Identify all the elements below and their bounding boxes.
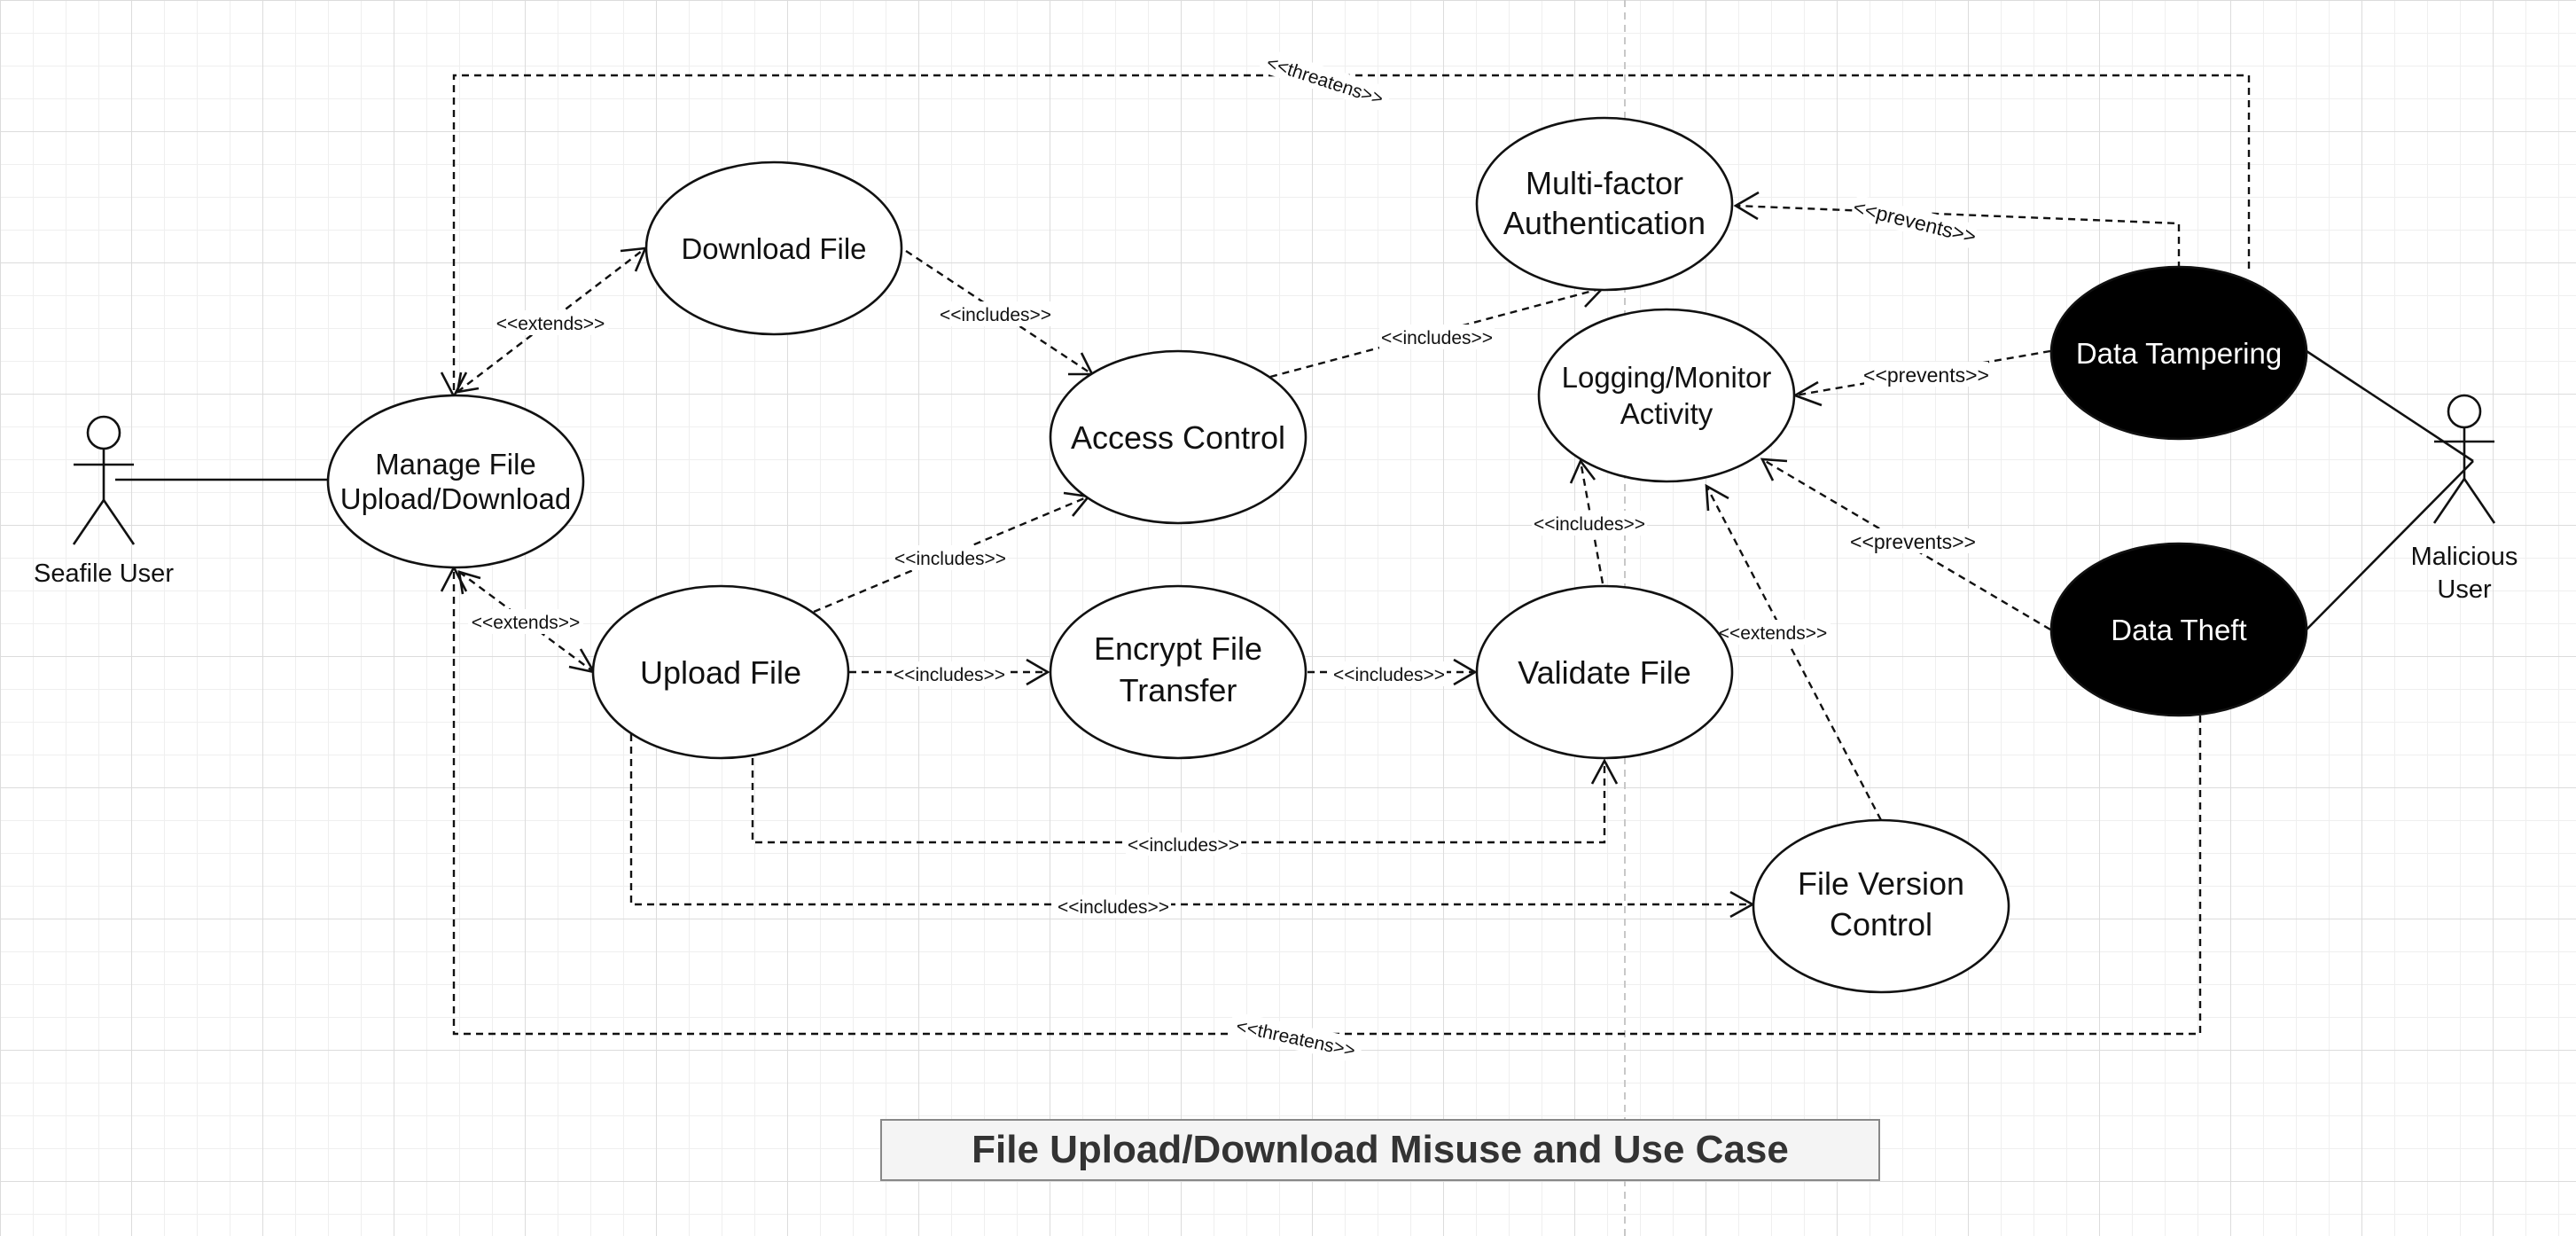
use-case-access-control[interactable]: Access Control [1049, 349, 1308, 525]
svg-text:Upload File: Upload File [640, 654, 801, 691]
actor-malicious-user-label-1: Malicious [2411, 543, 2518, 571]
use-case-manage-file[interactable]: Manage File Upload/Download [326, 394, 585, 569]
svg-text:<<prevents>>: <<prevents>> [1863, 364, 1989, 387]
svg-text:<<includes>>: <<includes>> [894, 665, 1005, 685]
use-case-upload-file[interactable]: Upload File [591, 584, 850, 760]
edge-extends-upload [458, 571, 595, 673]
svg-text:Control: Control [1830, 906, 1932, 943]
svg-text:<<extends>>: <<extends>> [496, 314, 605, 334]
label-prevents-mfa: <<prevents>> [1851, 194, 1979, 249]
svg-text:<<prevents>>: <<prevents>> [1851, 195, 1979, 248]
actor-seafile-user-label: Seafile User [34, 559, 174, 588]
arrowhead-prevents-logging-tampering [1791, 380, 1823, 407]
svg-text:Authentication: Authentication [1503, 205, 1706, 241]
stick-figure-icon [2432, 394, 2496, 524]
arrowhead-includes-upload-validate [1590, 758, 1619, 785]
svg-text:File Version: File Version [1798, 865, 1964, 902]
use-case-multi-factor-authentication[interactable]: Multi-factor Authentication [1475, 116, 1734, 292]
label-includes-upload-version: <<includes>> [1056, 895, 1171, 918]
edge-includes-access-mfa [1269, 286, 1604, 379]
label-includes-download-access: <<includes>> [938, 301, 1053, 326]
label-extends-upload: <<extends>> [468, 609, 583, 634]
label-includes-upload-access: <<includes>> [893, 545, 1008, 570]
svg-text:Download File: Download File [681, 232, 866, 265]
association-malicious-theft [2306, 460, 2474, 630]
label-includes-access-mfa: <<includes>> [1379, 325, 1495, 349]
arrowhead-extends-download-source [456, 372, 480, 394]
arrowhead-includes-validate-logging [1569, 458, 1596, 484]
label-threatens-bottom: <<threatens>> [1228, 1011, 1364, 1064]
svg-text:<<includes>>: <<includes>> [1333, 665, 1445, 685]
svg-text:<<extends>>: <<extends>> [472, 613, 581, 633]
svg-text:Upload/Download: Upload/Download [340, 482, 572, 515]
arrowhead-extends-version [1705, 483, 1729, 512]
arrowhead-extends-download [620, 246, 648, 272]
svg-text:Validate File: Validate File [1518, 654, 1690, 691]
arrowhead-includes-upload-encrypt [1026, 658, 1050, 686]
arrowhead-includes-download-access [1068, 352, 1095, 376]
edge-threatens-top [452, 74, 2251, 396]
label-extends-download: <<extends>> [493, 310, 608, 335]
actor-malicious-user[interactable]: Malicious User [2411, 394, 2518, 604]
use-case-encrypt-file-transfer[interactable]: Encrypt File Transfer [1049, 584, 1308, 760]
use-case-validate-file[interactable]: Validate File [1475, 584, 1734, 760]
label-includes-validate-logging: <<includes>> [1532, 511, 1647, 536]
svg-text:<<extends>>: <<extends>> [1719, 623, 1828, 644]
label-includes-encrypt-validate: <<includes>> [1331, 661, 1447, 686]
label-threatens-top: <<threatens>> [1258, 47, 1393, 113]
svg-text:<<includes>>: <<includes>> [940, 305, 1051, 325]
svg-text:<<includes>>: <<includes>> [1058, 897, 1169, 918]
svg-text:Encrypt File: Encrypt File [1094, 630, 1262, 667]
use-case-logging-monitor-activity[interactable]: Logging/Monitor Activity [1537, 308, 1796, 483]
edge-includes-upload-validate [751, 758, 1606, 844]
svg-text:<<includes>>: <<includes>> [1534, 514, 1645, 535]
svg-text:Data Theft: Data Theft [2111, 614, 2246, 646]
svg-text:Manage File: Manage File [375, 448, 536, 481]
association-malicious-tampering [2306, 349, 2474, 463]
use-case-download-file[interactable]: Download File [644, 160, 903, 336]
svg-text:<<threatens>>: <<threatens>> [1234, 1016, 1356, 1061]
arrowhead-extends-upload-source [457, 570, 481, 595]
edge-includes-upload-version [629, 734, 1752, 906]
use-case-file-version-control[interactable]: File Version Control [1752, 818, 2010, 994]
actor-malicious-user-label-2: User [2437, 575, 2492, 604]
svg-text:Access Control: Access Control [1071, 419, 1285, 456]
stick-figure-icon [72, 415, 136, 545]
svg-text:Transfer: Transfer [1120, 672, 1237, 708]
edge-extends-version [1705, 485, 1883, 821]
svg-text:Data Tampering: Data Tampering [2076, 337, 2282, 370]
svg-text:<<includes>>: <<includes>> [1381, 328, 1493, 348]
arrowhead-prevents-mfa [1733, 191, 1760, 221]
arrowhead-prevents-logging-theft [1760, 458, 1788, 481]
svg-text:<<includes>>: <<includes>> [1128, 835, 1239, 856]
label-includes-upload-encrypt: <<includes>> [892, 661, 1007, 686]
diagram-title: File Upload/Download Misuse and Use Case [880, 1119, 1880, 1181]
label-prevents-logging-tampering: <<prevents>> [1863, 362, 1989, 387]
svg-text:<<includes>>: <<includes>> [894, 549, 1006, 569]
misuse-case-data-tampering[interactable]: Data Tampering [2049, 265, 2308, 441]
svg-text:<<prevents>>: <<prevents>> [1850, 530, 1976, 553]
svg-text:Activity: Activity [1620, 397, 1713, 430]
arrowhead-includes-encrypt-validate [1453, 658, 1478, 686]
label-prevents-logging-theft: <<prevents>> [1850, 528, 1976, 553]
svg-text:Multi-factor: Multi-factor [1526, 165, 1683, 201]
label-extends-version: <<extends>> [1715, 620, 1831, 645]
svg-text:Logging/Monitor: Logging/Monitor [1562, 361, 1772, 394]
misuse-case-data-theft[interactable]: Data Theft [2049, 542, 2308, 717]
actor-seafile-user[interactable]: Seafile User [34, 415, 174, 588]
label-includes-upload-validate: <<includes>> [1126, 833, 1241, 856]
